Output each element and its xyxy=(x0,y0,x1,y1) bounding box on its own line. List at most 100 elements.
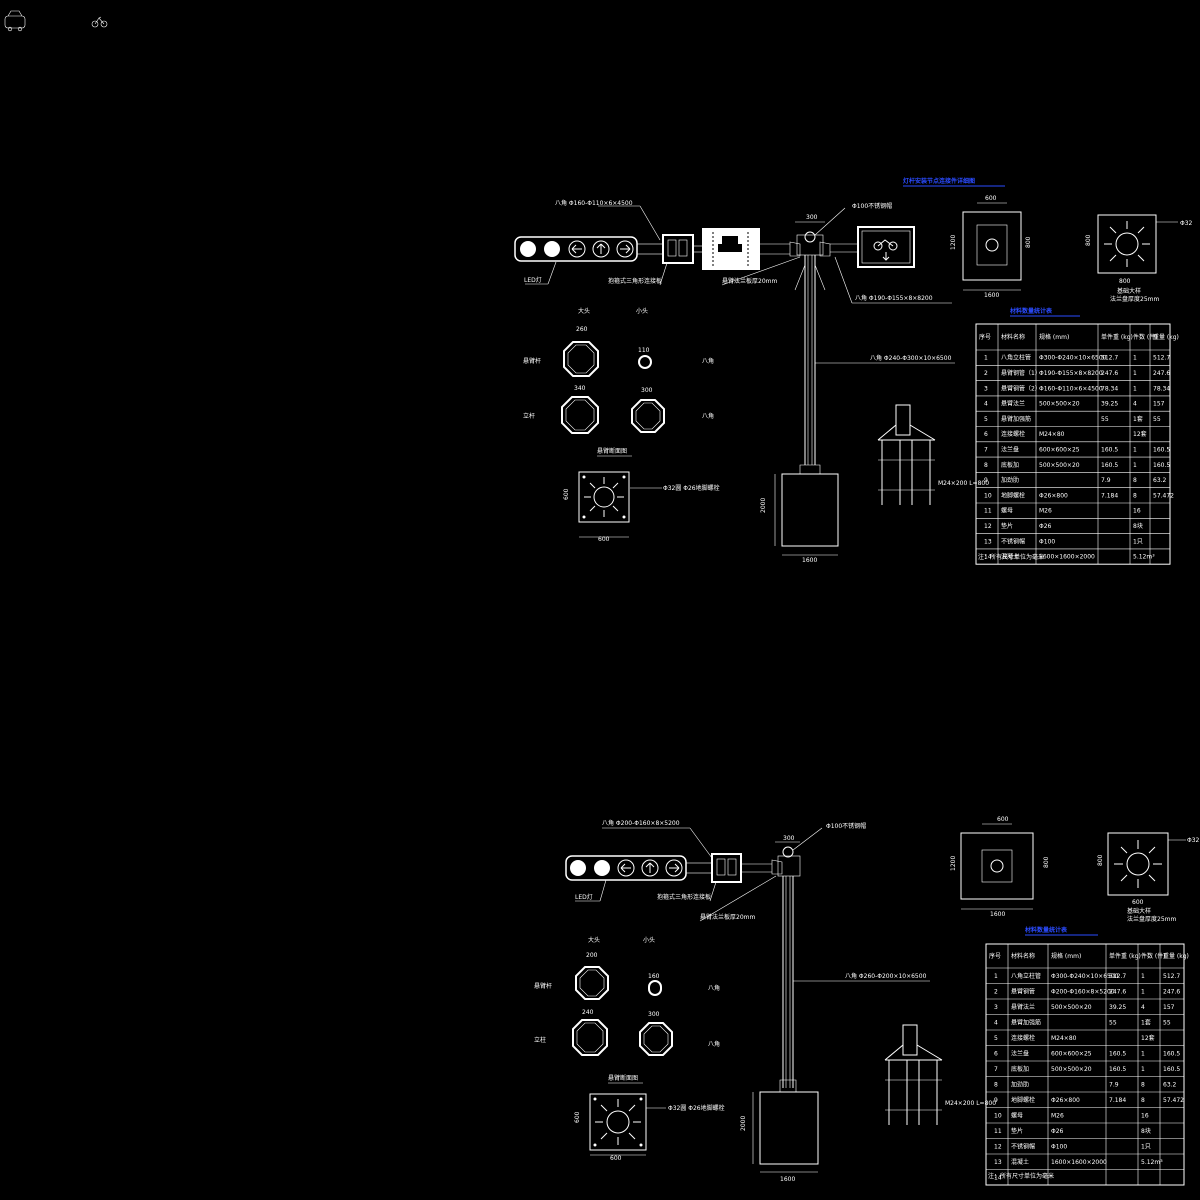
table-header-cell: 件数 (件) xyxy=(1141,952,1166,960)
dim-600b: 600 xyxy=(598,536,610,543)
table-cell: 55 xyxy=(1101,416,1109,423)
table-cell: 7.184 xyxy=(1109,1097,1126,1104)
signal-head-lower xyxy=(565,855,687,881)
table-cell: 悬臂法兰 xyxy=(1001,400,1025,408)
sec-small-lower: 小头 xyxy=(643,936,655,944)
table-cell: 连接螺栓 xyxy=(1011,1034,1035,1042)
table-cell: 78.34 xyxy=(1153,385,1170,392)
table-cell: M24×80 xyxy=(1039,431,1065,438)
arm2-spec: 八角 Φ190-Φ155×8×8200 xyxy=(855,294,933,302)
table-cell: Φ300-Φ240×10×6500 xyxy=(1039,355,1107,362)
sec-small: 小头 xyxy=(636,307,648,315)
base-dim-2: 1200 xyxy=(950,235,957,250)
dim-height: 2000 xyxy=(760,498,767,513)
flange-plate xyxy=(578,471,630,523)
lower-drawing: 2000 1600 300 八角 Φ200-Φ160×8×5200 LED灯 抱… xyxy=(534,816,1200,1183)
dim-width-lower: 1600 xyxy=(780,1176,795,1183)
table-header-cell: 单件重 (kg) xyxy=(1109,952,1141,960)
table-cell: 16 xyxy=(1133,508,1141,515)
table-cell: 247.6 xyxy=(1153,370,1170,377)
table-cell: 不锈钢帽 xyxy=(1001,537,1025,545)
table-cell: 10 xyxy=(984,492,992,499)
octagon-label: 八角 xyxy=(702,357,714,365)
pole-spec: 八角 Φ240-Φ300×10×6500 xyxy=(870,354,952,362)
table-cell: 螺母 xyxy=(1001,507,1013,515)
dim-c-lower: 240 xyxy=(582,1009,594,1016)
table-cell: 底板加 xyxy=(1011,1065,1029,1073)
base-dim-1-lower: 600 xyxy=(997,816,1009,823)
table-cell: 6 xyxy=(984,431,988,438)
dim-a-lower: 200 xyxy=(586,952,598,959)
table-cell: 地脚螺栓 xyxy=(1011,1096,1035,1104)
arm-spec-label: 八角 Φ160-Φ110×6×4500 xyxy=(555,199,633,207)
table-cell: 55 xyxy=(1109,1019,1117,1026)
table-cell: 7 xyxy=(984,446,988,453)
bracket-label-lower: 抱箍式三角形连接板 xyxy=(657,893,711,901)
table-cell: 法兰盘 xyxy=(1011,1049,1029,1057)
table-cell: 160.5 xyxy=(1109,1050,1126,1057)
table-cell: 12 xyxy=(984,523,992,530)
base-dim-6: 800 xyxy=(1119,278,1131,285)
sec-pole-lower: 立柱 xyxy=(534,1036,546,1044)
base-note1-lower: 基础大样 xyxy=(1127,907,1151,915)
table-cell: 1 xyxy=(1133,462,1137,469)
flange-plate-lower xyxy=(589,1093,647,1151)
table-cell: 8 xyxy=(994,1081,998,1088)
dim-top-lower: 300 xyxy=(783,835,795,842)
table-cell: 5 xyxy=(984,416,988,423)
table-cell: 160.5 xyxy=(1153,462,1170,469)
bolt-label-lower: M24×200 L=800 xyxy=(945,1100,996,1107)
table-header-cell: 序号 xyxy=(989,952,1001,960)
table-cell: 2 xyxy=(994,988,998,995)
pole-spec-lower: 八角 Φ260-Φ200×10×6500 xyxy=(845,972,927,980)
table-cell: Φ100 xyxy=(1039,538,1055,545)
table-cell: Φ160-Φ110×6×4500 xyxy=(1039,385,1103,392)
base-dim-3: 800 xyxy=(1025,236,1032,248)
table-cell: 247.6 xyxy=(1163,988,1180,995)
anchor-cage xyxy=(877,404,936,505)
dim-width: 1600 xyxy=(802,557,817,564)
table-cell: 5.12m³ xyxy=(1141,1159,1163,1166)
table-cell: 八角立柱管 xyxy=(1001,354,1031,362)
table-cell: 39.25 xyxy=(1109,1004,1126,1011)
table-cell: Φ26 xyxy=(1051,1128,1064,1135)
table-border xyxy=(985,943,1185,1186)
table-cell: 9 xyxy=(984,477,988,484)
table-cell: 160.5 xyxy=(1153,446,1170,453)
table-cell: 600×600×25 xyxy=(1039,446,1080,453)
table-cell: 1 xyxy=(1133,385,1137,392)
table-cell: 1 xyxy=(1141,988,1145,995)
table-cell: 500×500×20 xyxy=(1051,1066,1092,1073)
table-cell: 160.5 xyxy=(1163,1066,1180,1073)
dim-d: 300 xyxy=(641,387,653,394)
table-cell: 11 xyxy=(994,1128,1002,1135)
table-cell: 加劲肋 xyxy=(1001,476,1019,484)
table-cell: 14 xyxy=(984,554,992,561)
table-header-cell: 重量 (kg) xyxy=(1163,952,1189,960)
bicycle-sign xyxy=(857,226,915,268)
table-cell: 八角立柱管 xyxy=(1011,972,1041,980)
table-cell: 5 xyxy=(994,1035,998,1042)
table-cell: 247.6 xyxy=(1101,370,1118,377)
table-cell: 底板加 xyxy=(1001,461,1019,469)
table-cell: 不锈钢帽 xyxy=(1011,1142,1035,1150)
led-label: LED灯 xyxy=(524,276,542,284)
anchor-cage-lower xyxy=(884,1024,943,1125)
table-header-cell: 单件重 (kg) xyxy=(1101,333,1133,341)
table-cell: M26 xyxy=(1051,1112,1064,1119)
table-cell: 512.7 xyxy=(1109,973,1126,980)
table-cell: 混凝土 xyxy=(1001,553,1019,561)
base-dim-1: 600 xyxy=(985,195,997,202)
table-cell: 4 xyxy=(1133,401,1137,408)
upper-blue-title: 灯杆安装节点连接件详细图 xyxy=(903,177,975,185)
dim-height-lower: 2000 xyxy=(740,1116,747,1131)
table-header-cell: 材料名称 xyxy=(1011,952,1035,960)
table-cell: 247.6 xyxy=(1109,988,1126,995)
countdown-display xyxy=(662,234,694,264)
table-cell: 16 xyxy=(1141,1112,1149,1119)
table-cell: 600×600×25 xyxy=(1051,1050,1092,1057)
table-cell: 78.34 xyxy=(1101,385,1118,392)
table-cell: 57.472 xyxy=(1163,1097,1184,1104)
table-cell: 3 xyxy=(994,1004,998,1011)
